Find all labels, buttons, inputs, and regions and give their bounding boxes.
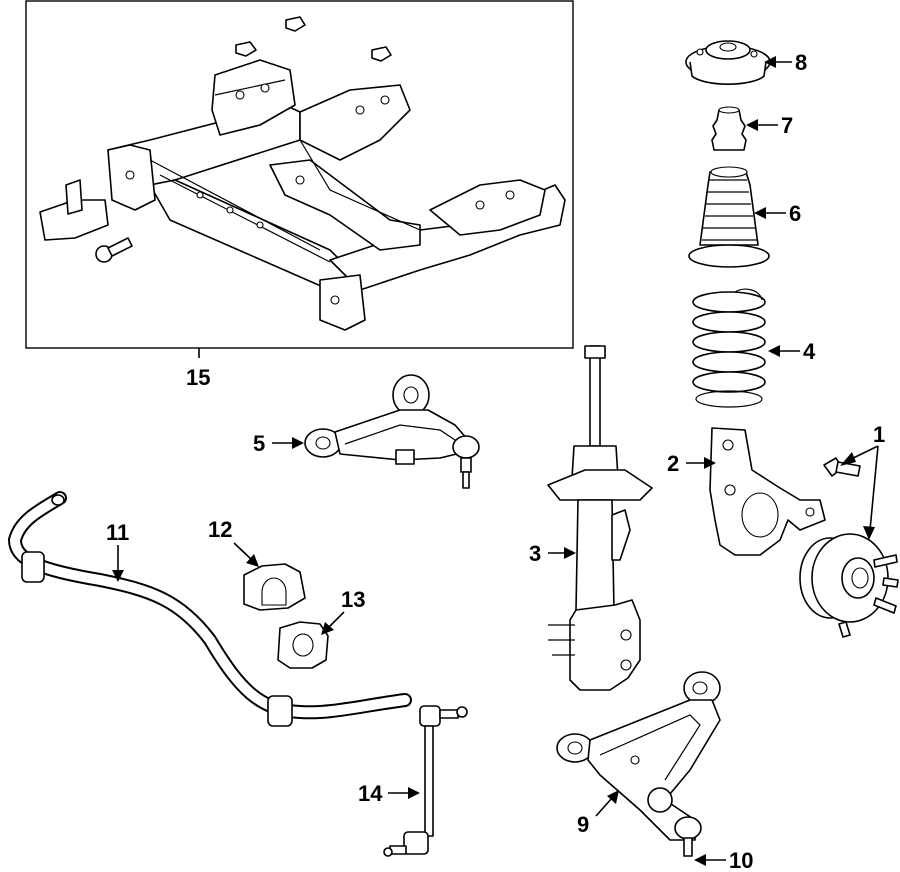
callout-1: 1 xyxy=(873,422,885,447)
dust-boot xyxy=(688,166,770,268)
callout-14: 14 xyxy=(358,781,383,806)
callout-labels: 1 2 3 4 5 6 7 8 9 10 11 12 13 14 15 xyxy=(106,50,885,872)
stabilizer-link xyxy=(383,705,468,857)
stabilizer-bushing-bracket xyxy=(243,563,306,611)
callout-6: 6 xyxy=(789,201,801,226)
callout-8: 8 xyxy=(795,50,807,75)
coil-spring xyxy=(692,288,766,408)
callout-12: 12 xyxy=(208,517,232,542)
subframe-assembly xyxy=(25,0,574,349)
callout-7: 7 xyxy=(781,113,793,138)
stabilizer-bar xyxy=(7,491,412,727)
callout-leaders xyxy=(112,56,879,866)
wheel-hub-bearing xyxy=(799,457,899,638)
callout-5: 5 xyxy=(253,431,265,456)
subframe-inset-box xyxy=(25,0,574,349)
callout-9: 9 xyxy=(577,812,589,837)
bump-stop xyxy=(711,106,747,151)
callout-15: 15 xyxy=(186,365,210,390)
callout-2: 2 xyxy=(667,451,679,476)
callout-11: 11 xyxy=(106,520,129,545)
lower-control-arm xyxy=(556,671,721,857)
stabilizer-bushing xyxy=(277,621,329,669)
strut-assembly xyxy=(547,345,653,691)
strut-mount xyxy=(685,40,771,85)
callout-3: 3 xyxy=(529,541,541,566)
upper-control-arm xyxy=(304,374,480,489)
callout-4: 4 xyxy=(803,339,816,364)
callout-13: 13 xyxy=(341,587,365,612)
callout-10: 10 xyxy=(729,848,753,872)
steering-knuckle xyxy=(709,427,826,556)
